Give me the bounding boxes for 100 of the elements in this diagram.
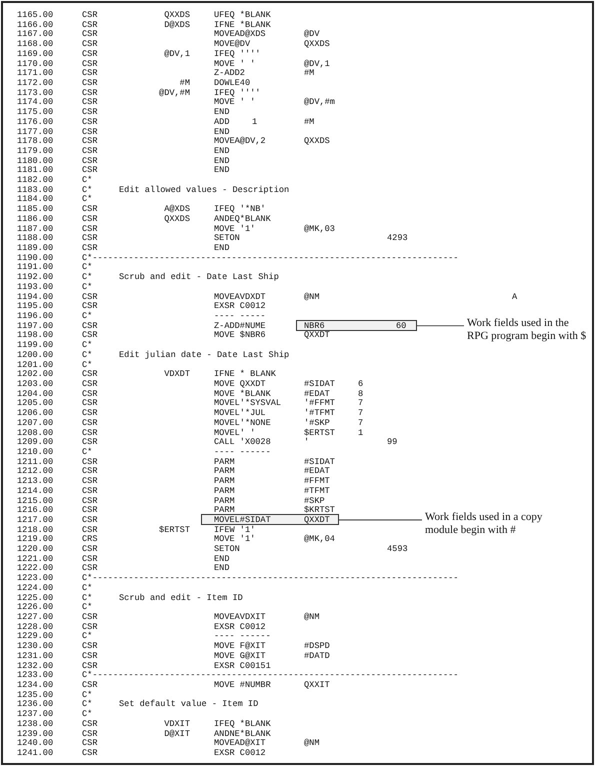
- code-token: C*-----------------------------------------------------------------------: [82, 573, 458, 584]
- code-token: CSR: [82, 68, 98, 78]
- line-number: 1209.00: [17, 437, 54, 448]
- line-number: 1200.00: [17, 350, 54, 360]
- code-token: MOVEAVDXDT: [214, 292, 266, 302]
- code-token: #DATD: [304, 650, 330, 661]
- code-token: CSR: [82, 126, 98, 137]
- code-token: 1: [252, 116, 258, 127]
- code-token: CSR: [82, 156, 98, 166]
- code-token: CSR: [82, 116, 98, 127]
- line-number: 1186.00: [17, 214, 54, 224]
- line-number: 1196.00: [17, 311, 54, 321]
- code-token: CSR: [82, 505, 98, 516]
- code-token: IFEQ '''': [214, 88, 260, 98]
- line-number: 1178.00: [17, 136, 54, 146]
- code-token: D@XIT: [164, 728, 190, 739]
- code-token: CSR: [82, 748, 98, 758]
- code-token: CALL 'X0028: [214, 437, 271, 448]
- code-token: CSR: [82, 524, 98, 535]
- line-number: 1208.00: [17, 428, 54, 438]
- code-token: PARM: [214, 456, 235, 467]
- line-number: 1181.00: [17, 165, 54, 176]
- code-token: MOVE '1': [214, 534, 256, 544]
- code-token: C*: [82, 709, 92, 720]
- code-token: CSR: [82, 292, 98, 302]
- code-token: @DV,#m: [304, 97, 335, 108]
- code-token: 4593: [387, 544, 408, 554]
- line-number: 1179.00: [17, 146, 54, 156]
- code-token: CSR: [82, 554, 98, 564]
- line-number: 1216.00: [17, 505, 54, 516]
- code-token: END: [214, 243, 230, 254]
- line-number: 1214.00: [17, 486, 54, 496]
- code-token: EXSR C00151: [214, 660, 271, 671]
- line-number: 1224.00: [17, 582, 54, 593]
- code-token: 7: [358, 398, 364, 408]
- line-number: 1237.00: [17, 709, 54, 720]
- line-number: 1238.00: [17, 718, 54, 729]
- code-token: #M: [304, 68, 314, 78]
- code-token: C*: [82, 602, 92, 612]
- line-number: 1235.00: [17, 690, 54, 700]
- code-token: QXXDS: [304, 39, 330, 50]
- code-token: CSR: [82, 107, 98, 118]
- line-number: 1182.00: [17, 175, 54, 186]
- code-token: IFEW '1': [214, 524, 256, 535]
- code-token: ADD: [214, 116, 230, 127]
- line-number: 1226.00: [17, 602, 54, 612]
- code-token: CSR: [82, 388, 98, 399]
- code-token: CSR: [82, 544, 98, 554]
- line-number: 1191.00: [17, 262, 54, 272]
- code-token: #DSPD: [304, 641, 330, 652]
- code-token: #EDAT: [304, 388, 330, 399]
- code-token: @NM: [304, 738, 320, 748]
- line-number: 1219.00: [17, 534, 54, 544]
- line-number: 1210.00: [17, 446, 54, 457]
- line-number: 1187.00: [17, 224, 54, 234]
- line-number: 1176.00: [17, 116, 54, 127]
- line-number: 1193.00: [17, 282, 54, 292]
- code-token: '#FFMT: [304, 398, 335, 408]
- code-token: ANDEQ*BLANK: [214, 214, 271, 224]
- line-number: 1203.00: [17, 378, 54, 389]
- code-token: C*: [82, 699, 92, 710]
- code-token: CSR: [82, 243, 98, 254]
- code-token: MOVE '1': [214, 224, 256, 234]
- line-number: 1221.00: [17, 554, 54, 564]
- code-token: $KRTST: [304, 505, 335, 516]
- code-token: CSR: [82, 224, 98, 234]
- code-token: C*-----------------------------------------------------------------------: [82, 670, 458, 680]
- code-token: END: [214, 554, 230, 564]
- code-token: ANDNE*BLANK: [214, 728, 271, 739]
- line-number: 1189.00: [17, 243, 54, 254]
- code-token: C*: [82, 184, 92, 195]
- line-number: 1211.00: [17, 456, 54, 467]
- code-token: IFEQ '''': [214, 48, 260, 59]
- line-number: 1195.00: [17, 301, 54, 312]
- code-token: CSR: [82, 738, 98, 748]
- code-token: MOVE $NBR6: [214, 330, 266, 340]
- line-number: 1218.00: [17, 524, 54, 535]
- code-token: C*: [82, 360, 92, 370]
- line-number: 1166.00: [17, 20, 54, 30]
- code-token: @NM: [304, 612, 320, 622]
- code-token: SETON: [214, 544, 240, 554]
- code-token: MOVEAVDXIT: [214, 612, 266, 622]
- code-token: CSR: [82, 466, 98, 476]
- code-token: CSR: [82, 486, 98, 496]
- line-number: 1236.00: [17, 699, 54, 710]
- line-number: 1240.00: [17, 738, 54, 748]
- code-token: CSR: [82, 680, 98, 690]
- code-token: ': [304, 437, 310, 448]
- code-token: MOVE *BLANK: [214, 388, 271, 399]
- code-token: C*: [82, 282, 92, 292]
- line-number: 1220.00: [17, 544, 54, 554]
- code-token: MOVEL' ': [214, 428, 256, 438]
- code-token: C*: [82, 175, 92, 186]
- code-token: IFEQ *BLANK: [214, 718, 271, 729]
- code-token: CSR: [82, 563, 98, 574]
- line-number: 1223.00: [17, 573, 54, 584]
- line-number: 1184.00: [17, 194, 54, 204]
- code-token: C*: [82, 631, 92, 642]
- line-number: 1227.00: [17, 612, 54, 622]
- code-token: ---- ------: [214, 446, 271, 457]
